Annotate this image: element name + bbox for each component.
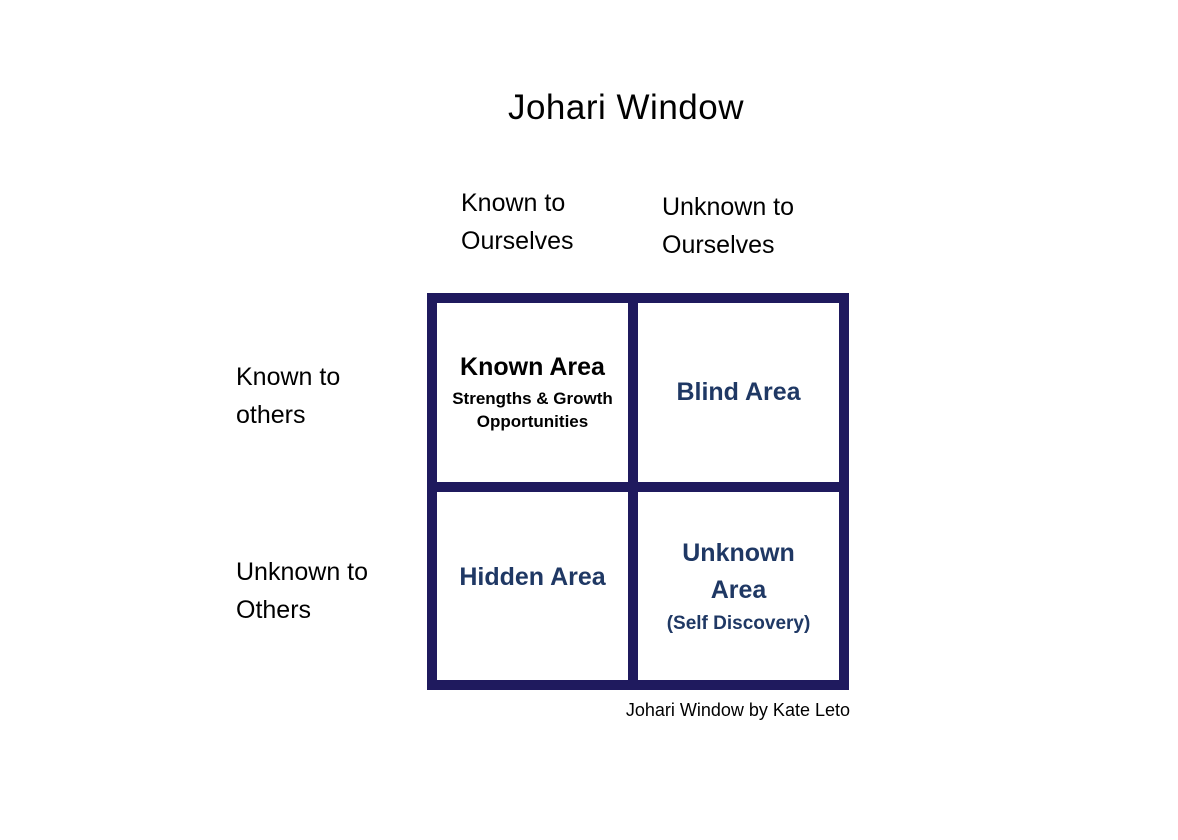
- quadrant-unknown-area: Unknown Area (Self Discovery): [638, 491, 839, 680]
- johari-grid: Known Area Strengths & Growth Opportunit…: [427, 293, 849, 690]
- attribution-caption: Johari Window by Kate Leto: [625, 700, 850, 720]
- quadrant-title: Hidden Area: [459, 562, 606, 591]
- column-header-known-to-ourselves: Known to Ourselves: [461, 189, 574, 255]
- quadrant-blind-area: Blind Area: [638, 303, 839, 492]
- quadrant-title: Known Area: [460, 353, 605, 382]
- quadrant-hidden-area: Hidden Area: [437, 491, 638, 680]
- quadrant-title: Unknown Area: [682, 539, 795, 605]
- quadrant-known-area: Known Area Strengths & Growth Opportunit…: [437, 303, 638, 492]
- row-label-unknown-to-others: Unknown to Others: [236, 558, 369, 624]
- page-title: Johari Window: [507, 88, 745, 127]
- column-header-unknown-to-ourselves: Unknown to Ourselves: [662, 193, 795, 259]
- row-label-known-to-others: Known to others: [236, 363, 341, 429]
- quadrant-subtitle: Strengths & Growth Opportunities: [452, 389, 613, 432]
- quadrant-title: Blind Area: [676, 378, 801, 407]
- quadrant-subtitle: (Self Discovery): [666, 613, 811, 635]
